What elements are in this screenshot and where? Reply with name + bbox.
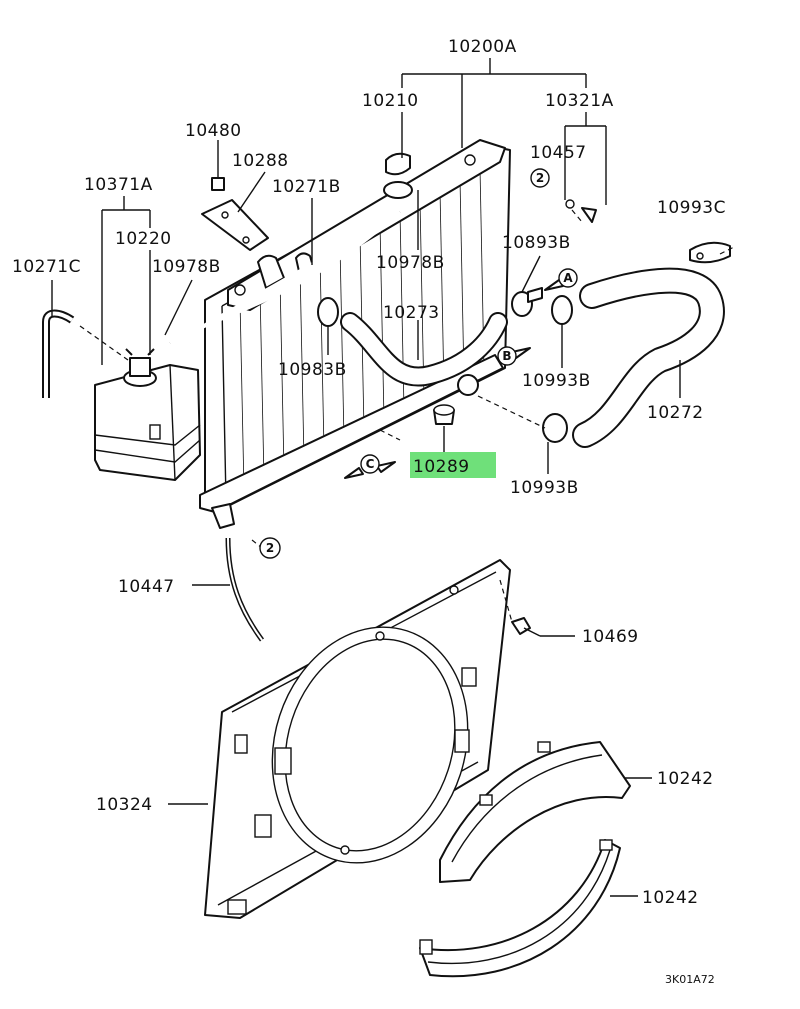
svg-text:2: 2 xyxy=(536,171,544,185)
callout-circle-2-bottom: 2 xyxy=(259,537,281,559)
label-10272[interactable]: 10272 xyxy=(647,403,704,423)
label-10321a[interactable]: 10321A xyxy=(545,91,614,111)
label-10324[interactable]: 10324 xyxy=(96,795,153,815)
label-10220[interactable]: 10220 xyxy=(115,229,172,249)
clamp-10993b-mid xyxy=(551,295,573,325)
callout-circle-a: A xyxy=(558,268,578,288)
shroud-upper xyxy=(439,741,631,883)
label-10480[interactable]: 10480 xyxy=(185,121,242,141)
label-10242-lower[interactable]: 10242 xyxy=(642,888,699,908)
label-10288[interactable]: 10288 xyxy=(232,151,289,171)
label-10983b[interactable]: 10983B xyxy=(278,360,347,380)
label-10271b[interactable]: 10271B xyxy=(272,177,341,197)
drain-plug xyxy=(433,404,455,425)
label-10993b-mid[interactable]: 10993B xyxy=(522,371,591,391)
shroud-lower xyxy=(419,839,621,978)
label-10271c[interactable]: 10271C xyxy=(12,257,81,277)
part-labels: 10200A 10210 10321A 10480 10288 10457 10… xyxy=(12,37,726,986)
svg-text:C: C xyxy=(366,457,375,471)
bracket xyxy=(201,199,269,251)
svg-text:B: B xyxy=(502,349,511,363)
svg-text:2: 2 xyxy=(266,541,274,555)
label-10457[interactable]: 10457 xyxy=(530,143,587,163)
label-10993b-low[interactable]: 10993B xyxy=(510,478,579,498)
callout-circle-2-top: 2 xyxy=(530,168,550,188)
bolt-shroud xyxy=(511,617,541,637)
bolt-top xyxy=(211,165,225,191)
fan-shroud xyxy=(204,559,511,919)
svg-text:A: A xyxy=(563,271,573,285)
tank-hose xyxy=(42,309,75,398)
clamp-10993c xyxy=(689,241,731,264)
label-10978b-mid[interactable]: 10978B xyxy=(376,253,445,273)
label-10289[interactable]: 10289 xyxy=(413,457,470,477)
label-10469[interactable]: 10469 xyxy=(582,627,639,647)
label-10200a[interactable]: 10200A xyxy=(448,37,517,57)
label-10273[interactable]: 10273 xyxy=(383,303,440,323)
label-10242-upper[interactable]: 10242 xyxy=(657,769,714,789)
label-10978b-left[interactable]: 10978B xyxy=(152,257,221,277)
label-10371a[interactable]: 10371A xyxy=(84,175,153,195)
label-10210[interactable]: 10210 xyxy=(362,91,419,111)
label-10893b[interactable]: 10893B xyxy=(502,233,571,253)
callout-circle-c: C xyxy=(360,454,380,474)
clamp-10983b xyxy=(317,297,339,327)
radiator-cap xyxy=(385,152,411,176)
highlight-box xyxy=(410,452,496,478)
clamp-10893b xyxy=(511,287,543,317)
upper-hose xyxy=(340,312,508,387)
diagram-code: 3K01A72 xyxy=(665,973,715,986)
reserve-tank xyxy=(94,348,201,481)
plug-10457 xyxy=(565,199,597,223)
lower-hose xyxy=(572,267,725,448)
clamp-10993b-low xyxy=(542,413,568,443)
overflow-hose xyxy=(225,537,265,642)
label-10447[interactable]: 10447 xyxy=(118,577,175,597)
callout-circle-b: B xyxy=(497,346,517,366)
label-10993c[interactable]: 10993C xyxy=(657,198,726,218)
leader-lines xyxy=(51,58,737,897)
